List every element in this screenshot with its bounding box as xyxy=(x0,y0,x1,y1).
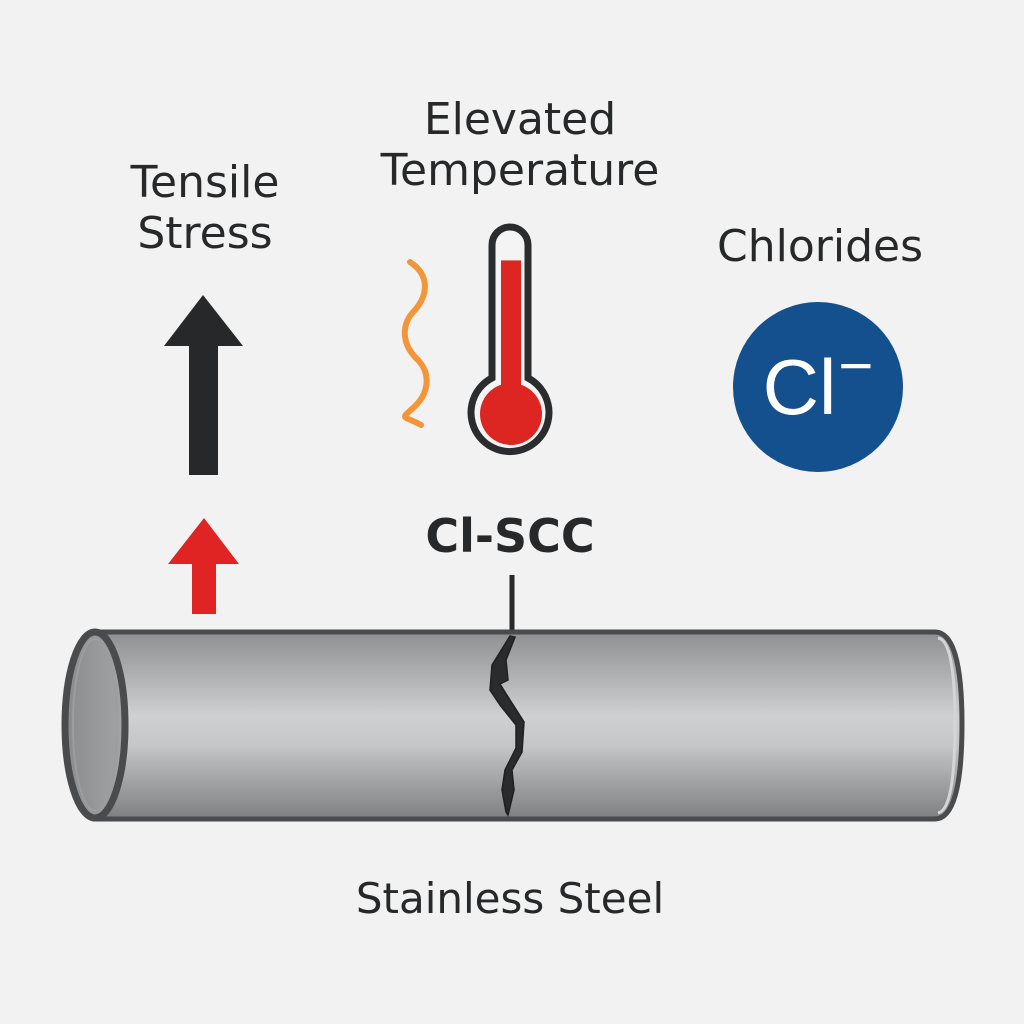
thermometer-fill xyxy=(501,260,521,399)
stress-arrow-icon xyxy=(164,295,243,475)
stainless-steel-label: Stainless Steel xyxy=(355,874,665,923)
heat-wave-icon xyxy=(401,259,430,428)
chlorides-label: Chlorides xyxy=(717,221,923,272)
chloride-ion-icon: Cl− xyxy=(733,302,903,472)
pipe-icon xyxy=(61,628,965,822)
crack-icon xyxy=(489,635,525,817)
elevated-temperature-label: Elevated Temperature xyxy=(380,94,660,196)
chloride-charge: − xyxy=(838,331,874,399)
cl-scc-label: Cl-SCC xyxy=(425,509,595,563)
thermometer-icon xyxy=(467,223,553,456)
tensile-arrow-icon xyxy=(168,518,239,614)
chloride-symbol: Cl xyxy=(762,342,837,431)
tensile-stress-label: Tensile Stress xyxy=(130,157,280,259)
